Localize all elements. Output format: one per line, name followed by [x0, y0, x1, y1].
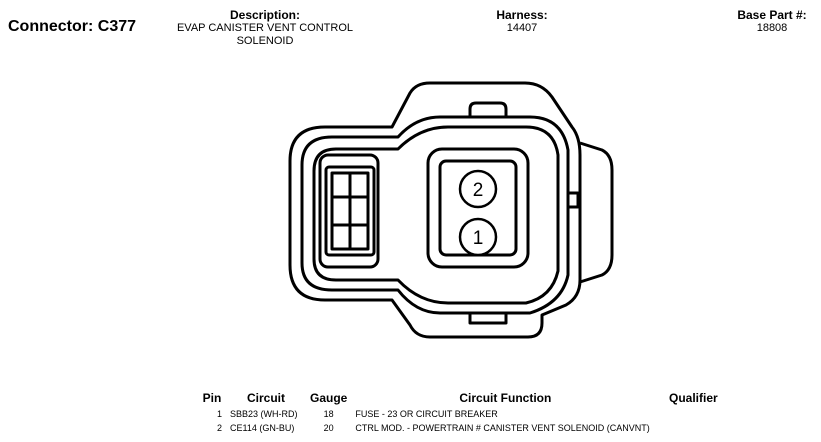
gauge: 18: [323, 409, 334, 419]
table-row: 1 SBB23 (WH-RD) 18 FUSE - 23 OR CIRCUIT …: [198, 407, 727, 421]
header-circuit-function: Circuit Function: [459, 391, 552, 405]
circuit: SBB23 (WH-RD): [230, 409, 298, 419]
base-part-label: Base Part #:: [737, 8, 807, 22]
latch-housing: [318, 153, 380, 269]
pin-table-header: Pin Circuit Gauge Circuit Function Quali…: [198, 391, 727, 407]
connector-title: Connector: C377: [8, 18, 137, 35]
base-part-value: 18808: [756, 22, 788, 34]
header-qualifier: Qualifier: [669, 391, 718, 405]
keying-notch: [468, 101, 508, 117]
pin-number: 1: [216, 409, 222, 419]
latch-frame: [324, 165, 376, 257]
pin-cavity-outer: [426, 147, 530, 269]
description-block: Description: EVAP CANISTER VENT CONTROL …: [160, 8, 370, 48]
pin-2: 2: [458, 169, 498, 209]
connector-face-diagram: 2 1: [288, 81, 614, 339]
qualifier: [659, 407, 727, 421]
bottom-notch: [468, 313, 508, 325]
base-part-block: Base Part #: 18808: [730, 8, 814, 35]
harness-label: Harness:: [496, 8, 548, 22]
circuit: CE114 (GN-BU): [230, 423, 295, 433]
gauge: 20: [323, 423, 334, 433]
description-line-2: SOLENOID: [236, 35, 294, 47]
circuit-function: CTRL MOD. - POWERTRAIN # CANISTER VENT S…: [355, 423, 650, 433]
description-label: Description:: [229, 8, 300, 22]
latch-tab: [330, 171, 352, 251]
latch-tab: [348, 171, 370, 251]
connector-outer-housing: [288, 81, 582, 339]
pin-2-label: 2: [473, 180, 484, 201]
header-pin: Pin: [202, 391, 222, 405]
description-line-1: EVAP CANISTER VENT CONTROL: [176, 22, 354, 34]
pin-number: 2: [216, 423, 222, 433]
qualifier: [659, 421, 727, 435]
connector-inner-outline: [312, 125, 560, 305]
harness-block: Harness: 14407: [472, 8, 572, 35]
connector-side-tab: [579, 141, 614, 284]
table-row: 2 CE114 (GN-BU) 20 CTRL MOD. - POWERTRAI…: [198, 421, 727, 435]
header-circuit: Circuit: [246, 391, 285, 405]
pin-1: 1: [458, 217, 498, 257]
connector-inner-body: [300, 115, 570, 315]
header-gauge: Gauge: [310, 391, 348, 405]
harness-value: 14407: [506, 22, 538, 34]
pin-1-label: 1: [473, 228, 484, 249]
pin-table: Pin Circuit Gauge Circuit Function Quali…: [198, 391, 727, 435]
circuit-function: FUSE - 23 OR CIRCUIT BREAKER: [355, 409, 498, 419]
